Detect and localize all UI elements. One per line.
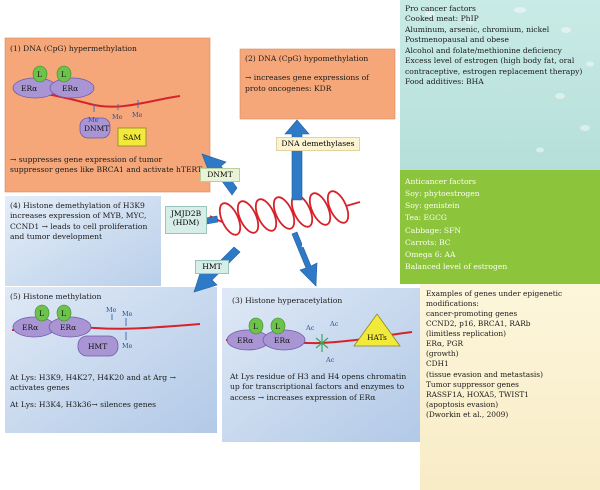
er-label: ERα bbox=[60, 323, 76, 332]
me-label: Me bbox=[112, 113, 123, 121]
hyperacetylation-box bbox=[222, 288, 420, 442]
examples-item: cancer-promoting genes bbox=[426, 309, 518, 319]
jmjd2b-label: JMJD2B (HDM) bbox=[165, 206, 207, 234]
er-label: ERα bbox=[22, 323, 38, 332]
ac-label: Ac bbox=[329, 320, 339, 328]
dna-demethylases-label: DNA demethylases bbox=[276, 137, 360, 151]
pro-cancer-box bbox=[400, 0, 600, 170]
dnmt-label: DNMT bbox=[200, 168, 240, 182]
er-label: ERα bbox=[237, 336, 253, 345]
histone-methylation-illustration bbox=[11, 304, 201, 357]
dna-helix bbox=[209, 190, 361, 236]
histone-demethylation-text: (4) Histone demethylation of H3K9 increa… bbox=[10, 201, 148, 242]
hyperacetylation-title: (3) Histone hyperacetylation bbox=[232, 296, 343, 305]
pro-cancer-item: Postmenopausal and obese bbox=[405, 35, 510, 45]
dnmt-label: DNMT bbox=[84, 124, 109, 133]
ligand-right bbox=[56, 65, 72, 83]
ligand-label: L bbox=[61, 70, 66, 79]
hypomethylation-box bbox=[239, 48, 396, 120]
examples-box bbox=[420, 284, 600, 490]
hypermethylation-text: → suppresses gene expression of tumor su… bbox=[10, 155, 203, 175]
hypomethylation-content: (2) DNA (CpG) hypomethylation → increase… bbox=[245, 54, 391, 94]
ligand-left bbox=[32, 65, 48, 83]
histone-methylation-title: (5) Histone methylation bbox=[10, 292, 102, 301]
er-receptor-right bbox=[49, 77, 95, 99]
examples-item: RASSF1A, HOXA5, TWIST1 bbox=[426, 389, 530, 399]
pro-cancer-item: Alcohol and folate/methionine deficiency bbox=[405, 45, 562, 55]
anticancer-item: Cabbage: SFN bbox=[405, 225, 462, 235]
arrow-to-hyperacetylation bbox=[291, 231, 318, 287]
ligand-label: L bbox=[275, 322, 280, 331]
pro-cancer-item: Excess level of estrogen (high body fat,… bbox=[405, 56, 583, 76]
hmt-label: HMT bbox=[88, 342, 107, 351]
histone-methylation-text: At Lys: H3K9, H4K27, H4K20 and at Arg → … bbox=[10, 373, 176, 409]
hyperacetylation-illustration bbox=[225, 313, 413, 352]
hmt-label: HMT bbox=[195, 260, 229, 274]
anticancer-list: Anticancer factors Soy: phytoestrogen So… bbox=[405, 176, 595, 273]
hyperacetylation-text: At Lys residue of H3 and H4 opens chroma… bbox=[230, 372, 407, 402]
examples-citation: (Dworkin et al., 2009) bbox=[426, 409, 509, 419]
hypomethylation-title: (2) DNA (CpG) hypomethylation bbox=[245, 54, 369, 63]
droplet-texture bbox=[425, 7, 594, 153]
anticancer-item: Soy: phytoestrogen bbox=[405, 189, 480, 199]
anticancer-heading: Anticancer factors bbox=[405, 177, 477, 186]
pro-cancer-item: Cooked meat: PhIP bbox=[405, 14, 479, 24]
examples-item: (limitless replication) bbox=[426, 329, 506, 339]
hats-label: HATs bbox=[367, 333, 387, 342]
anticancer-item: Soy: genistein bbox=[405, 201, 460, 211]
examples-item: ERα, PGR bbox=[426, 339, 464, 349]
anticancer-box bbox=[400, 170, 600, 284]
me-label: Me bbox=[122, 310, 133, 318]
examples-item: CDH1 bbox=[426, 359, 449, 369]
ligand-label: L bbox=[37, 70, 42, 79]
hypomethylation-text: → increases gene expressions of proto on… bbox=[245, 73, 369, 93]
ligand-label: L bbox=[61, 309, 66, 318]
er-label: ERα bbox=[274, 336, 290, 345]
examples-item: (tissue evasion and metastasis) bbox=[426, 369, 543, 379]
anticancer-item: Carrots: BC bbox=[405, 237, 451, 247]
anticancer-item: Balanced level of estrogen bbox=[405, 261, 508, 271]
pro-cancer-item: Aluminum, arsenic, chromium, nickel bbox=[405, 24, 550, 34]
dnmt-enzyme bbox=[79, 117, 111, 139]
hmt-enzyme bbox=[77, 335, 119, 357]
sam-label: SAM bbox=[123, 133, 142, 142]
me-label: Me bbox=[132, 111, 143, 119]
examples-item: CCND2, p16, BRCA1, RARb bbox=[426, 319, 531, 329]
er-label: ERα bbox=[62, 84, 78, 93]
pro-cancer-list: Pro cancer factors Cooked meat: PhIP Alu… bbox=[405, 4, 595, 88]
histone-demethylation-box bbox=[5, 196, 161, 286]
arrow-to-hypomethylation bbox=[284, 119, 310, 201]
sam-box bbox=[117, 127, 147, 147]
examples-item: (growth) bbox=[426, 349, 459, 359]
examples-item: (apoptosis evasion) bbox=[426, 399, 499, 409]
me-label: Me bbox=[88, 116, 99, 124]
pro-cancer-item: Food additives: BHA bbox=[405, 77, 484, 87]
er-label: ERα bbox=[21, 84, 37, 93]
hats-triangle bbox=[353, 313, 401, 347]
ligand-label: L bbox=[39, 309, 44, 318]
anticancer-item: Tea: EGCG bbox=[405, 213, 447, 223]
hats-label: HATs bbox=[301, 240, 323, 249]
hypermethylation-illustration bbox=[12, 65, 181, 147]
me-label: Me bbox=[106, 306, 117, 314]
ac-label: Ac bbox=[325, 356, 335, 364]
examples-list: Examples of genes under epigenetic modif… bbox=[426, 289, 596, 420]
anticancer-item: Omega 6: AA bbox=[405, 249, 456, 259]
hypermethylation-box bbox=[4, 37, 211, 193]
me-label: Me bbox=[122, 342, 133, 350]
examples-heading: Examples of genes under epigenetic modif… bbox=[426, 289, 563, 309]
ac-label: Ac bbox=[305, 324, 315, 332]
ligand-label: L bbox=[253, 322, 258, 331]
examples-item: Tumor suppressor genes bbox=[426, 379, 519, 389]
pro-cancer-heading: Pro cancer factors bbox=[405, 4, 476, 13]
hypermethylation-title: (1) DNA (CpG) hypermethylation bbox=[10, 44, 137, 53]
